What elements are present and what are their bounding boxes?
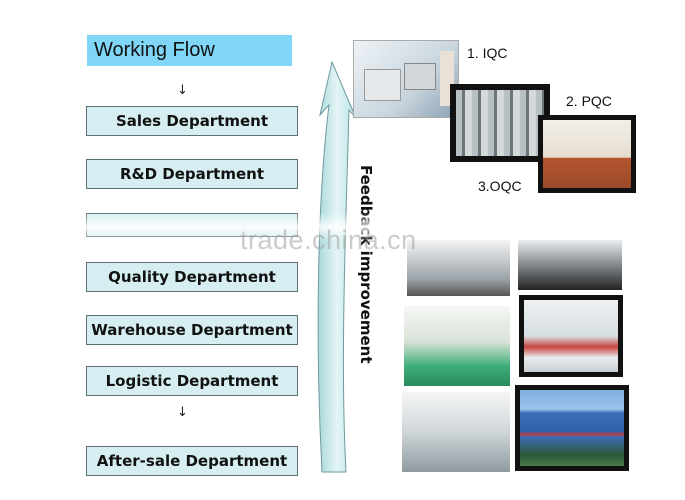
warehouse-building-photo bbox=[515, 385, 629, 471]
workshop-photo-2 bbox=[518, 240, 622, 290]
workshop-photo-5 bbox=[402, 392, 510, 472]
dept-quality: Quality Department bbox=[86, 262, 298, 292]
watermark-text: trade.china.cn bbox=[240, 225, 417, 255]
workshop-photo-4 bbox=[519, 295, 623, 377]
dept-after-sale: After-sale Department bbox=[86, 446, 298, 476]
down-arrow-icon: ↓ bbox=[177, 83, 188, 98]
dept-logistic: Logistic Department bbox=[86, 366, 298, 396]
iqc-label: 1. IQC bbox=[467, 45, 508, 61]
dept-warehouse: Warehouse Department bbox=[86, 315, 298, 345]
oqc-label: 3.OQC bbox=[478, 178, 522, 194]
watermark-band bbox=[0, 212, 685, 242]
workshop-photo-3 bbox=[404, 306, 510, 386]
iqc-photo bbox=[353, 40, 459, 118]
pqc-label: 2. PQC bbox=[566, 93, 612, 109]
workshop-photo-1 bbox=[407, 240, 510, 296]
working-flow-title: Working Flow bbox=[87, 35, 292, 66]
curved-feedback-arrow bbox=[317, 60, 357, 473]
oqc-photo bbox=[538, 115, 636, 193]
pqc-photo bbox=[450, 84, 550, 162]
dept-sales: Sales Department bbox=[86, 106, 298, 136]
dept-rnd: R&D Department bbox=[86, 159, 298, 189]
feedback-improvement-label: Feedback improvement bbox=[357, 165, 375, 364]
down-arrow-icon: ↓ bbox=[177, 405, 188, 420]
